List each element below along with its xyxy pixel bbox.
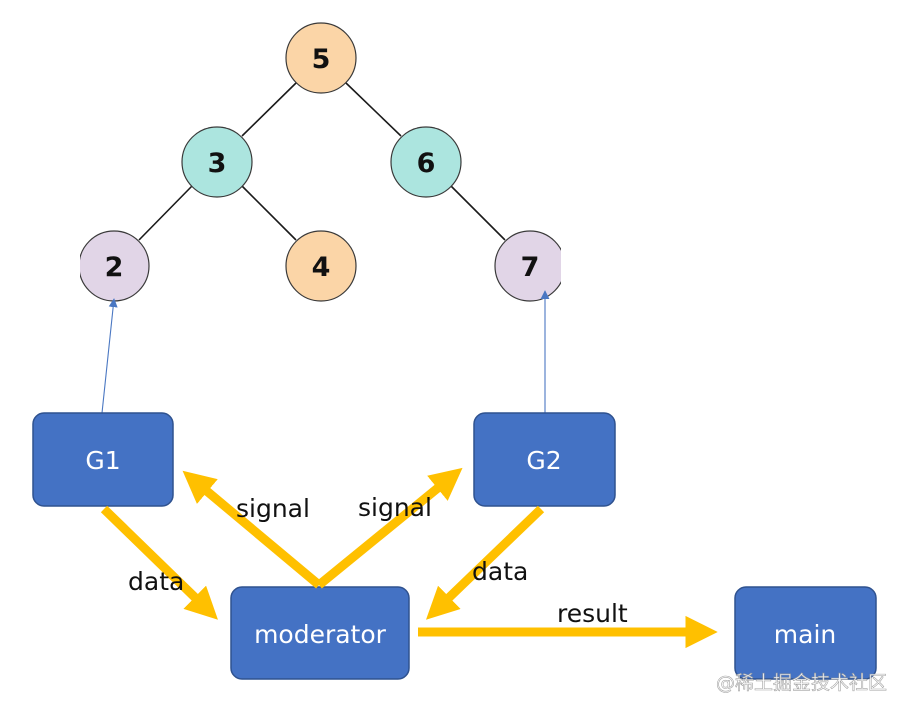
label-data-left: data — [128, 567, 184, 596]
box-g2-shape — [473, 412, 616, 507]
label-result: result — [557, 599, 628, 628]
label-signal-right: signal — [358, 493, 432, 522]
tree-edges — [138, 82, 506, 241]
tree-edge-3-4 — [241, 185, 297, 241]
tree-edge-3-2 — [138, 185, 193, 241]
label-data-right: data — [472, 557, 528, 586]
box-moderator: moderator — [230, 586, 410, 680]
watermark: @稀土掘金技术社区 — [716, 672, 887, 694]
flow-arrows — [100, 467, 718, 649]
arrow-data-g1-to-moderator — [100, 505, 218, 620]
pointer-arrow-g1-to-2 — [101, 298, 118, 414]
box-g2: G2 — [473, 412, 616, 507]
node-circle — [390, 126, 462, 198]
box-moderator-label: moderator — [254, 620, 387, 649]
box-main-shape — [734, 586, 877, 680]
node-label: 5 — [312, 44, 331, 75]
box-moderator-shape — [230, 586, 410, 680]
node-circle — [285, 22, 357, 94]
tree-edge-6-7 — [450, 185, 506, 241]
node-label: 7 — [521, 252, 540, 283]
box-g1-label: G1 — [85, 446, 120, 475]
box-g1-shape — [32, 412, 174, 507]
tree-node-5: 5 — [285, 22, 357, 94]
node-label: 2 — [105, 252, 124, 283]
node-label: 6 — [417, 148, 436, 179]
tree-node-2: 2 — [78, 230, 150, 302]
tree-node-6: 6 — [390, 126, 462, 198]
node-circle — [181, 126, 253, 198]
node-label: 3 — [208, 148, 227, 179]
label-signal-left: signal — [236, 494, 310, 523]
box-main-label: main — [774, 620, 836, 649]
box-g1: G1 — [32, 412, 174, 507]
tree-node-7: 7 — [494, 230, 566, 302]
tree-edge-5-3 — [241, 82, 297, 137]
arrow-signal-to-g2 — [316, 467, 463, 589]
tree-node-4: 4 — [285, 230, 357, 302]
tree-node-3: 3 — [181, 126, 253, 198]
box-g2-label: G2 — [526, 446, 561, 475]
clip-right — [561, 225, 571, 310]
node-circle — [285, 230, 357, 302]
node-label: 4 — [312, 252, 331, 283]
box-main: main — [734, 586, 877, 680]
arrow-data-g2-to-moderator — [425, 505, 545, 620]
clip-left — [70, 225, 80, 310]
tree-edge-5-6 — [345, 82, 402, 137]
arrow-signal-to-g1 — [182, 470, 322, 589]
